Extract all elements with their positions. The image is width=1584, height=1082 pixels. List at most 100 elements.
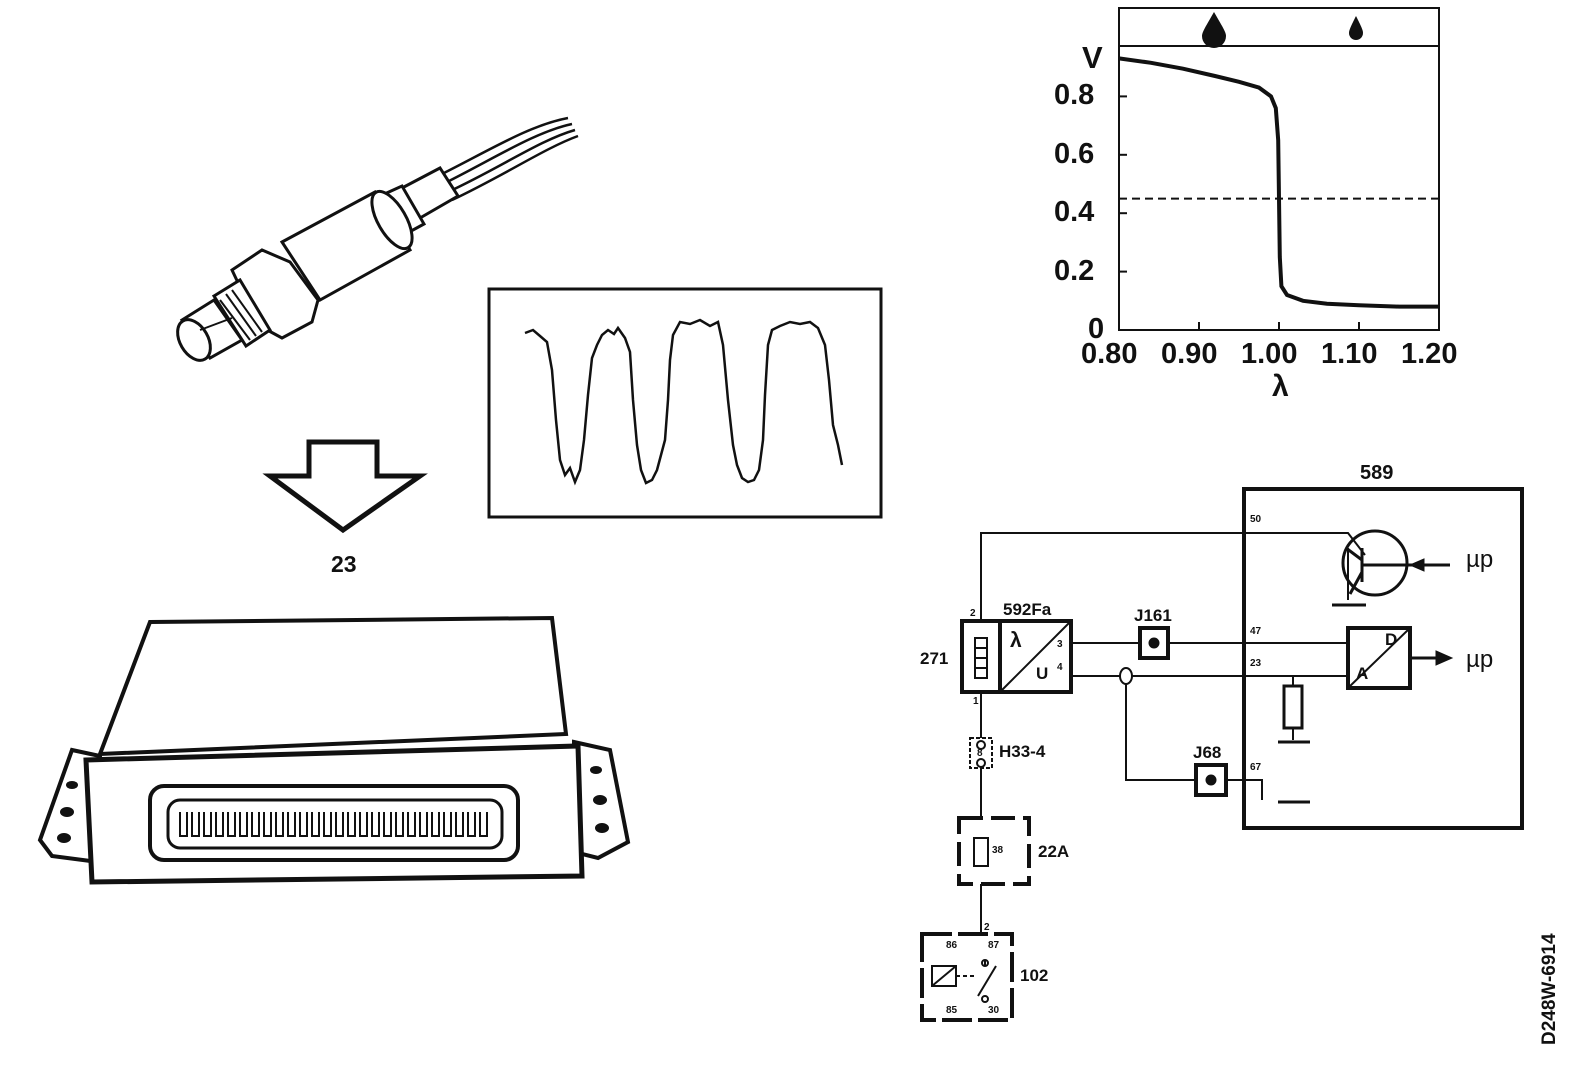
ecu-pin — [335, 812, 344, 837]
ecu-pin — [419, 812, 428, 837]
heater-block-label: 271 — [920, 649, 949, 668]
schematic-wires — [980, 532, 1366, 934]
ecu-pin — [299, 812, 308, 837]
sensor-body-end — [370, 189, 414, 251]
pin-85: 85 — [946, 1005, 958, 1016]
figure-code-label: D248W-6914 — [1539, 933, 1560, 1045]
fuse-h33-label: H33-4 — [999, 742, 1046, 761]
pin-50: 50 — [1250, 514, 1262, 525]
waveform-trace — [524, 318, 844, 486]
fuse-22a-label: 22A — [1038, 842, 1070, 861]
pin-3: 3 — [1057, 639, 1063, 650]
ecu-pin — [311, 812, 320, 837]
connector-j161 — [1138, 626, 1170, 660]
lambda-symbol-label: λ — [1010, 629, 1022, 652]
pin-2-relay: 2 — [984, 922, 990, 933]
ecu-pin — [323, 812, 332, 837]
x-tick-label: 1.20 — [1401, 338, 1458, 370]
x-tick-label: 1.10 — [1321, 338, 1378, 370]
mp-mid-label: µp — [1466, 646, 1494, 673]
pin-47: 47 — [1250, 626, 1262, 637]
voltage-curve — [1118, 56, 1439, 309]
y-tick-label: 0.2 — [1054, 254, 1095, 287]
mp-top-label: µp — [1466, 546, 1494, 573]
control-module-589-box — [1242, 487, 1524, 830]
converter-d-label: D — [1385, 630, 1398, 649]
pin-1: 1 — [973, 696, 979, 707]
converter-a-label: A — [1356, 664, 1369, 683]
ecu-pin — [179, 812, 188, 837]
x-tick-label: 1.00 — [1241, 338, 1298, 370]
ecu-pin — [359, 812, 368, 837]
resistor — [1282, 684, 1304, 730]
ecu-pin — [407, 812, 416, 837]
ecu-pin — [443, 812, 452, 837]
sensor-592Fa-box — [998, 619, 1073, 694]
y-axis-label: V — [1082, 40, 1103, 75]
ecu-top-cover — [97, 615, 569, 757]
pin-23: 23 — [1250, 658, 1262, 669]
ecu-pin — [227, 812, 236, 837]
ecu-pin — [431, 812, 440, 837]
pin-4: 4 — [1057, 662, 1063, 673]
pin-30: 30 — [988, 1005, 1000, 1016]
y-ticks — [1119, 95, 1127, 331]
ecu-arrow-label: 23 — [331, 551, 357, 577]
ecu-pin — [479, 812, 488, 837]
sensor-block-label: 592Fa — [1003, 600, 1052, 619]
ecu-pin — [371, 812, 380, 837]
oxygen-sensor-illustration — [176, 116, 579, 362]
x-tick-label: 0.80 — [1081, 338, 1138, 370]
fuse-box-22a — [957, 816, 1031, 886]
ecu-pin — [275, 812, 284, 837]
ecu-pin — [203, 812, 212, 837]
pin-67: 67 — [1250, 762, 1262, 773]
y-tick-label: 0.8 — [1054, 79, 1095, 112]
sensor-wires — [439, 116, 579, 202]
pin-86: 86 — [946, 940, 958, 951]
connector-j161-label: J161 — [1134, 606, 1172, 625]
connector-j68 — [1194, 763, 1228, 797]
ecu-pin — [215, 812, 224, 837]
ground-symbols — [1278, 603, 1366, 804]
x-ticks — [1118, 322, 1440, 330]
pin-2: 2 — [970, 608, 976, 619]
ecu-pin — [263, 812, 272, 837]
ecu-illustration — [37, 615, 631, 885]
relay-102-label: 102 — [1020, 966, 1049, 985]
y-tick-label: 0 — [1088, 313, 1105, 345]
x-tick-label: 0.90 — [1161, 338, 1218, 370]
down-arrow-icon — [262, 439, 428, 534]
ecu-pin — [347, 812, 356, 837]
control-module-label: 589 — [1360, 462, 1394, 484]
mp-mid-arrow-icon — [1435, 650, 1454, 666]
heater-271-box — [960, 619, 1002, 694]
ecu-pin — [251, 812, 260, 837]
y-tick-label: 0.6 — [1054, 137, 1095, 170]
thread-grooves — [219, 289, 263, 341]
u-symbol-label: U — [1036, 664, 1049, 683]
ecu-pin — [383, 812, 392, 837]
pin-87: 87 — [988, 940, 1000, 951]
bracket-holes — [57, 766, 609, 843]
mp-top-arrow-icon — [1408, 558, 1425, 572]
ecu-pin — [395, 812, 404, 837]
y-tick-label: 0.4 — [1054, 196, 1095, 229]
pin-8: 8 — [977, 748, 983, 759]
tip-slot — [199, 317, 233, 331]
ecu-pin — [467, 812, 476, 837]
ecu-pin — [287, 812, 296, 837]
fuse-22a-element — [973, 837, 989, 867]
pin-38: 38 — [992, 845, 1004, 856]
large-fuel-drop-icon — [1202, 12, 1226, 48]
relay-102-box — [920, 932, 1014, 1022]
ecu-pin — [239, 812, 248, 837]
small-fuel-drop-icon — [1349, 16, 1363, 40]
x-axis-label: λ — [1272, 370, 1289, 403]
ecu-pin — [455, 812, 464, 837]
ecu-connector-pins — [179, 812, 488, 837]
